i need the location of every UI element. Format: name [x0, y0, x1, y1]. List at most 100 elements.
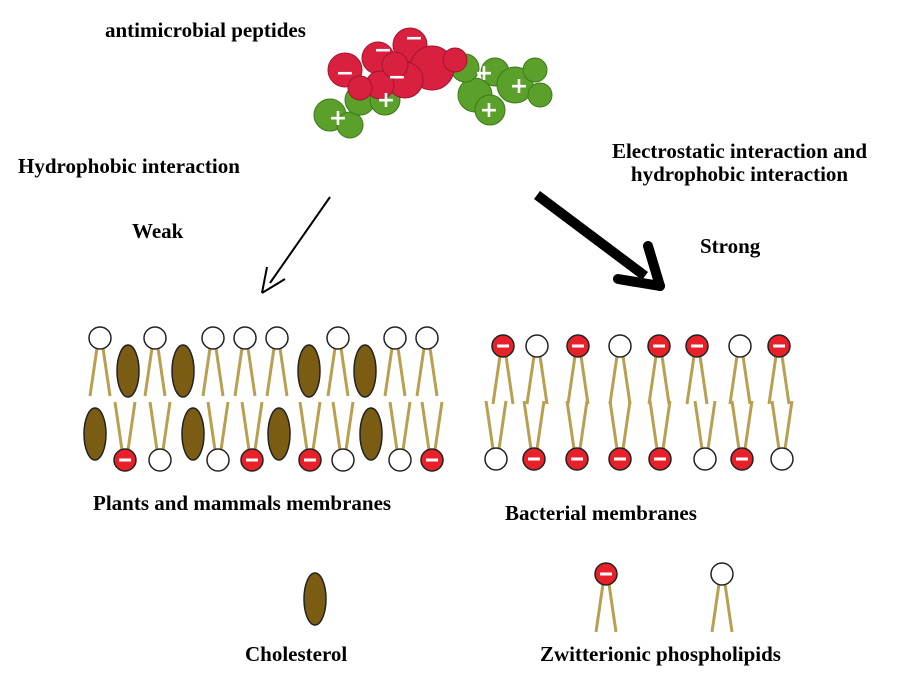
top-leaflet-lipid [525, 334, 549, 405]
lipid-tail [298, 401, 309, 451]
neutral-lipid-head [693, 447, 717, 471]
neutral-lipid-head [143, 326, 167, 350]
lipid-tail [344, 401, 355, 451]
right-strength-label: Strong [700, 234, 761, 258]
top-leaflet-lipid [767, 334, 791, 405]
lipid-tail [201, 347, 212, 397]
cholesterol [181, 407, 205, 461]
legend [303, 562, 734, 633]
lipid-tail [388, 401, 399, 451]
lipid-tail [484, 400, 495, 450]
legend-cholesterol-label: Cholesterol [245, 642, 348, 666]
lipid-tail [311, 401, 322, 451]
cholesterol [171, 344, 195, 398]
hydrophobic-residue [474, 94, 506, 126]
lipid-tail [579, 355, 590, 405]
right-membrane-caption: Bacterial membranes [505, 501, 697, 525]
top-leaflet-lipid [608, 334, 632, 405]
lipid-tail [88, 347, 99, 397]
charged-residue [442, 47, 468, 73]
positive-charge-sign: + [480, 98, 498, 123]
lipid-tail [535, 400, 546, 450]
minus-sign [246, 458, 258, 462]
minus-sign [572, 344, 584, 348]
top-leaflet-lipid [201, 326, 225, 397]
lipid-tail [723, 583, 734, 633]
lipid-tail [741, 355, 752, 405]
lipid-tail [331, 401, 342, 451]
top-leaflet-lipid [491, 334, 515, 405]
bacterial-membrane [484, 334, 794, 471]
lipid-tail [578, 400, 589, 450]
lipid-tail [566, 355, 577, 405]
lipid-tail [219, 401, 230, 451]
bottom-leaflet-lipid [331, 401, 355, 472]
weak-arrow [261, 196, 331, 294]
neutral-lipid-head [331, 448, 355, 472]
neutral-lipid-head [383, 326, 407, 350]
charged-residue [381, 51, 409, 79]
negative-charge-sign: − [374, 38, 392, 63]
minus-sign [571, 457, 583, 461]
lipid-tail [113, 401, 124, 451]
minus-sign [614, 457, 626, 461]
lipid-tail [538, 355, 549, 405]
lipid-tail [710, 583, 721, 633]
lipid-tail [161, 401, 172, 451]
right-interaction-label: Electrostatic interaction and hydrophobi… [577, 139, 902, 186]
neutral-lipid-head [206, 448, 230, 472]
lipid-tail [265, 347, 276, 397]
bottom-leaflet-lipid [522, 400, 546, 471]
bottom-leaflet-lipid [388, 401, 412, 472]
neutral-lipid-head [608, 334, 632, 358]
lipid-tail [698, 355, 709, 405]
right-interaction-line1: Electrostatic interaction and [611, 139, 868, 163]
lipid-tail [240, 401, 251, 451]
lipid-tail [685, 355, 696, 405]
lipid-tail [522, 400, 533, 450]
minus-sign [600, 572, 612, 576]
bottom-leaflet-lipid [770, 400, 794, 471]
lipid-tail [253, 401, 264, 451]
lipid-tail [383, 347, 394, 397]
negative-charge-sign: − [388, 65, 406, 90]
top-leaflet-lipid [415, 326, 439, 397]
left-membrane-caption: Plants and mammals membranes [93, 491, 392, 515]
top-leaflet-lipid [728, 334, 752, 405]
neutral-lipid-head [326, 326, 350, 350]
peptide-molecule: −−−−+++++ [313, 26, 553, 139]
top-leaflet-lipid [88, 326, 112, 397]
lipid-tail [233, 347, 244, 397]
lipid-tail [594, 583, 605, 633]
bottom-leaflet-lipid [484, 400, 508, 471]
legend-neutral-phospholipid-icon [710, 562, 734, 633]
plant-mammal-membrane [83, 326, 444, 472]
bottom-leaflet-lipid [730, 400, 754, 471]
bottom-leaflet-lipid [206, 401, 230, 472]
lipid-tail [767, 355, 778, 405]
lipid-tail [608, 355, 619, 405]
minus-sign [736, 457, 748, 461]
bottom-leaflet-lipid [113, 401, 137, 472]
lipid-tail [326, 347, 337, 397]
lipid-tail [415, 347, 426, 397]
neutral-lipid-head [148, 448, 172, 472]
bottom-leaflet-lipid [240, 401, 264, 472]
positive-charge-sign: + [510, 74, 528, 99]
peptide-title: antimicrobial peptides [105, 18, 306, 42]
minus-sign [497, 344, 509, 348]
lipid-tail [491, 355, 502, 405]
lipid-tail [339, 347, 350, 397]
lipid-tail [565, 400, 576, 450]
bottom-leaflet-lipid [298, 401, 322, 472]
lipid-tail [497, 400, 508, 450]
neutral-lipid-head [484, 447, 508, 471]
top-leaflet-lipid [326, 326, 350, 397]
lipid-tail [660, 355, 671, 405]
lipid-tail [428, 347, 439, 397]
top-leaflet-lipid [383, 326, 407, 397]
lipid-tail [730, 400, 741, 450]
bottom-leaflet-lipid [648, 400, 672, 471]
top-leaflet-lipid [265, 326, 289, 397]
